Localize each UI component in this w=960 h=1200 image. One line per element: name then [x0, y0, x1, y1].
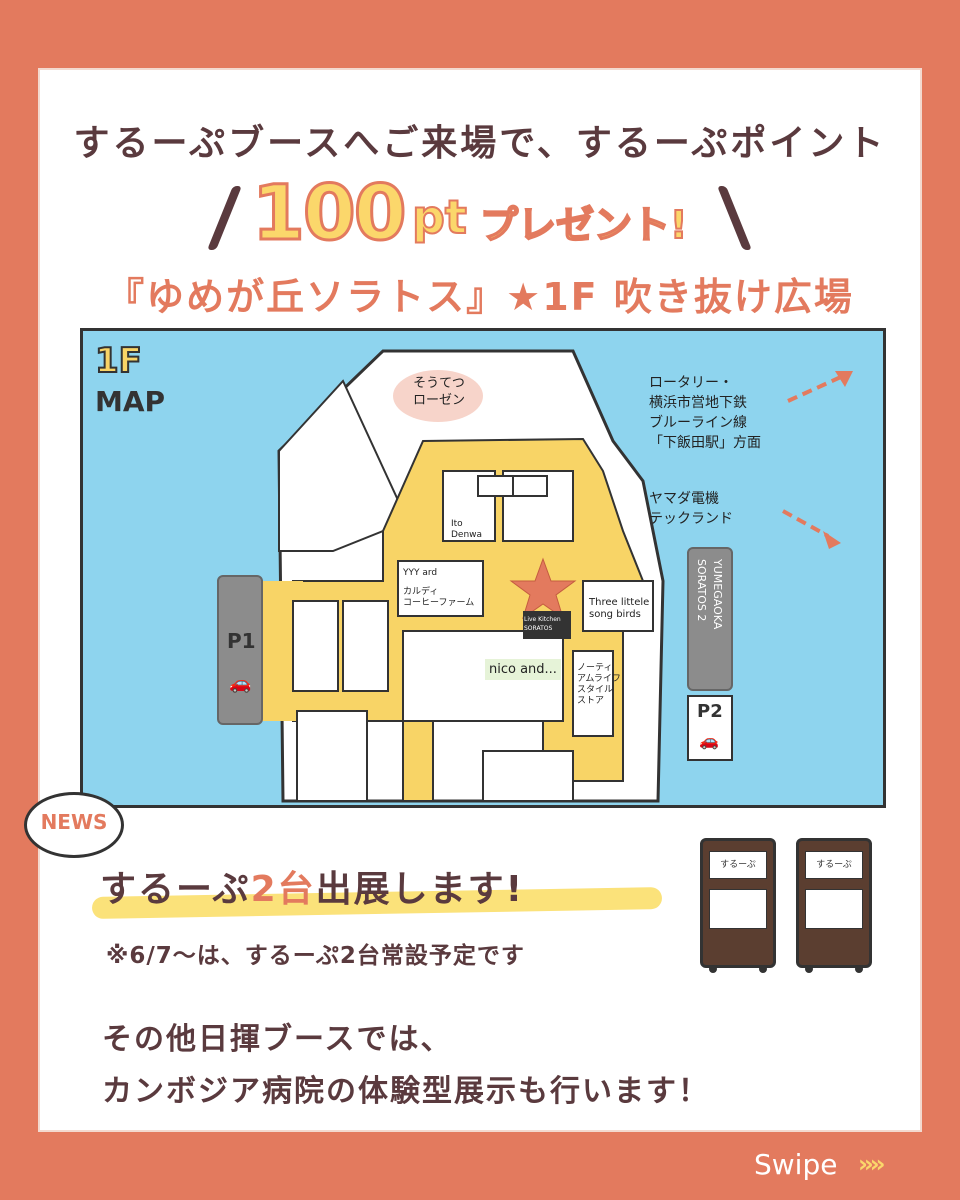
parking-p2: P2 🚗 [687, 695, 733, 761]
swipe-label[interactable]: Swipe [754, 1148, 838, 1181]
content-card: するーぷブースへご来場で、するーぷポイント 100 pt プレゼント! 『ゆめが… [24, 68, 922, 1132]
right-slash-decoration [717, 186, 752, 250]
map-label-yyy: YYY ard [403, 568, 438, 578]
map-label-nico: nico and... [485, 659, 561, 680]
map-label-sotetsu: そうてつ ローゼン [412, 376, 465, 408]
exhibit-note: ※6/7〜は、するーぷ2台常設予定です [106, 943, 525, 969]
news-label: NEWS [40, 810, 108, 834]
machine-wheel [709, 965, 717, 973]
map-label-rotary: ロータリー・ 横浜市営地下鉄 ブルーライン線 「下飯田駅」方面 [649, 375, 761, 451]
machine-wheel [759, 965, 767, 973]
location-line: 『ゆめが丘ソラトス』★1F 吹き抜け広場 [40, 266, 920, 321]
machine-wheel [855, 965, 863, 973]
map-floor-label: 1F [94, 340, 143, 382]
points-unit: pt [411, 189, 468, 245]
left-slash-decoration [207, 186, 242, 250]
machine-screen: するーぷ [805, 851, 863, 879]
news-badge: NEWS [24, 792, 136, 864]
floor-map: 1F MAP そうてつ ローゼン ロータリー・ 横浜市営地下鉄 ブルーライン線 … [80, 328, 886, 808]
points-banner: 100 pt プレゼント! [40, 167, 920, 259]
points-value: 100 [251, 167, 409, 259]
swipe-arrows-icon[interactable]: ›››› [858, 1150, 885, 1178]
parking-p2-label: P2 [697, 701, 723, 722]
machine-screen: するーぷ [709, 851, 767, 879]
map-floorplan [223, 349, 853, 803]
location-name: 『ゆめが丘ソラトス』 [106, 275, 507, 319]
parking-p1: P1 🚗 [217, 575, 263, 725]
machine-wheel [805, 965, 813, 973]
machine-panel [709, 889, 767, 929]
map-label-ito-denwa: Ito Denwa [451, 519, 483, 540]
car-icon: 🚗 [699, 731, 719, 750]
map-label-kaldi: カルディ コーヒーファーム [403, 587, 475, 608]
speech-bubble [24, 792, 124, 858]
star-icon: ★ [506, 275, 543, 319]
other-info: その他日揮ブースでは、 カンボジア病院の体験型展示も行います！ [102, 1022, 710, 1109]
present-text: プレゼント! [479, 202, 688, 248]
location-place: 1F 吹き抜け広場 [542, 275, 854, 319]
machine-panel [805, 889, 863, 929]
machine-illustration-2: するーぷ [796, 838, 872, 973]
parking-p1-label: P1 [227, 629, 256, 653]
machine-illustration-1: するーぷ [700, 838, 776, 973]
map-label-noty: ノーティ アムライフ スタイル ストア [577, 663, 621, 706]
car-icon: 🚗 [229, 673, 252, 694]
exhibit-heading: するーぷ2台出展します! [100, 869, 525, 910]
map-label-three-little: Three littele song birds [589, 597, 650, 620]
map-label-live-kitchen: Live Kitchen SORATOS [524, 616, 561, 632]
headline-line1: するーぷブースへご来場で、するーぷポイント [73, 123, 887, 164]
map-label-yamada: ヤマダ電機 テックランド [649, 491, 733, 527]
map-title: MAP [95, 385, 166, 418]
